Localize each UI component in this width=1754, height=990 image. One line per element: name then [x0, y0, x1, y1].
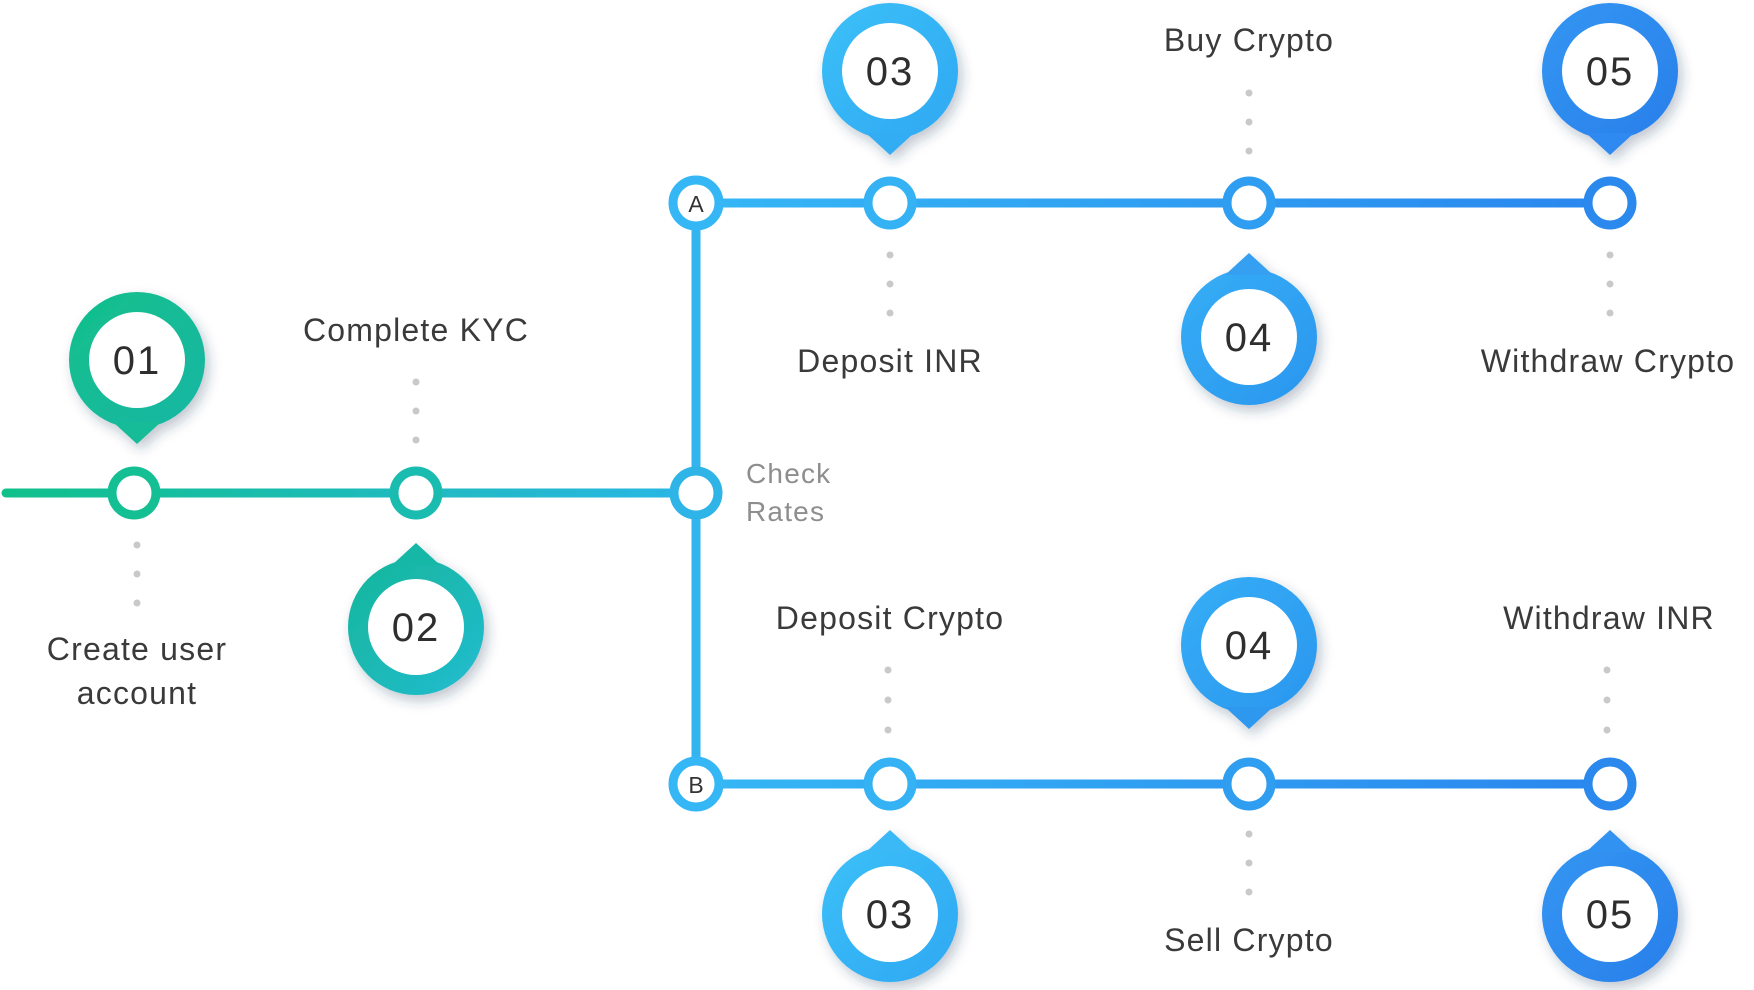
- label-create-account-line1: Create user: [46, 631, 228, 667]
- node-a-withdraw: [1583, 176, 1637, 230]
- node-b-deposit: [863, 757, 917, 811]
- pin-a-03-number: 03: [866, 50, 915, 94]
- pin-a-05: [1542, 3, 1678, 155]
- label-b-deposit: Deposit Crypto: [775, 600, 1005, 636]
- pin-a-04-number: 04: [1225, 316, 1274, 360]
- pin-b-04-number: 04: [1225, 624, 1274, 668]
- node-branch-a: [668, 175, 724, 231]
- pin-b-05-number: 05: [1586, 893, 1635, 937]
- node-create-account: [107, 466, 161, 520]
- label-b-withdraw: Withdraw INR: [1503, 600, 1715, 636]
- pin-b-04: [1181, 577, 1317, 729]
- label-complete-kyc: Complete KYC: [302, 312, 530, 348]
- label-create-account-line2: account: [76, 675, 198, 711]
- node-a-deposit: [863, 176, 917, 230]
- line-nodes: [107, 175, 1637, 812]
- pin-b-03: [822, 830, 958, 982]
- pin-b-05: [1542, 830, 1678, 982]
- label-check-rates: Check Rates: [746, 455, 866, 531]
- label-a-deposit: Deposit INR: [797, 343, 983, 379]
- pin-01-number: 01: [113, 339, 162, 383]
- pin-a-03: [822, 3, 958, 155]
- branch-a-marker: A: [688, 191, 704, 217]
- pin-a-04: [1181, 253, 1317, 405]
- pin-01: [69, 292, 205, 444]
- label-check-rates-line2: Rates: [746, 496, 826, 527]
- label-check-rates-line1: Check: [746, 458, 832, 489]
- node-complete-kyc: [389, 466, 443, 520]
- label-a-withdraw: Withdraw Crypto: [1480, 343, 1736, 379]
- pin-b-03-number: 03: [866, 893, 915, 937]
- node-branch-b: [668, 756, 724, 812]
- pin-02-number: 02: [392, 606, 441, 650]
- pin-a-05-number: 05: [1586, 50, 1635, 94]
- node-b-trade: [1222, 757, 1276, 811]
- connector-dots: [133, 89, 1614, 896]
- pin-02: [348, 543, 484, 695]
- node-check-rates: [669, 466, 723, 520]
- node-a-trade: [1222, 176, 1276, 230]
- label-create-account: Create user account: [37, 627, 237, 715]
- node-b-withdraw: [1583, 757, 1637, 811]
- branch-b-marker: B: [688, 772, 703, 798]
- label-a-trade: Buy Crypto: [1163, 22, 1335, 58]
- label-b-trade: Sell Crypto: [1164, 922, 1334, 958]
